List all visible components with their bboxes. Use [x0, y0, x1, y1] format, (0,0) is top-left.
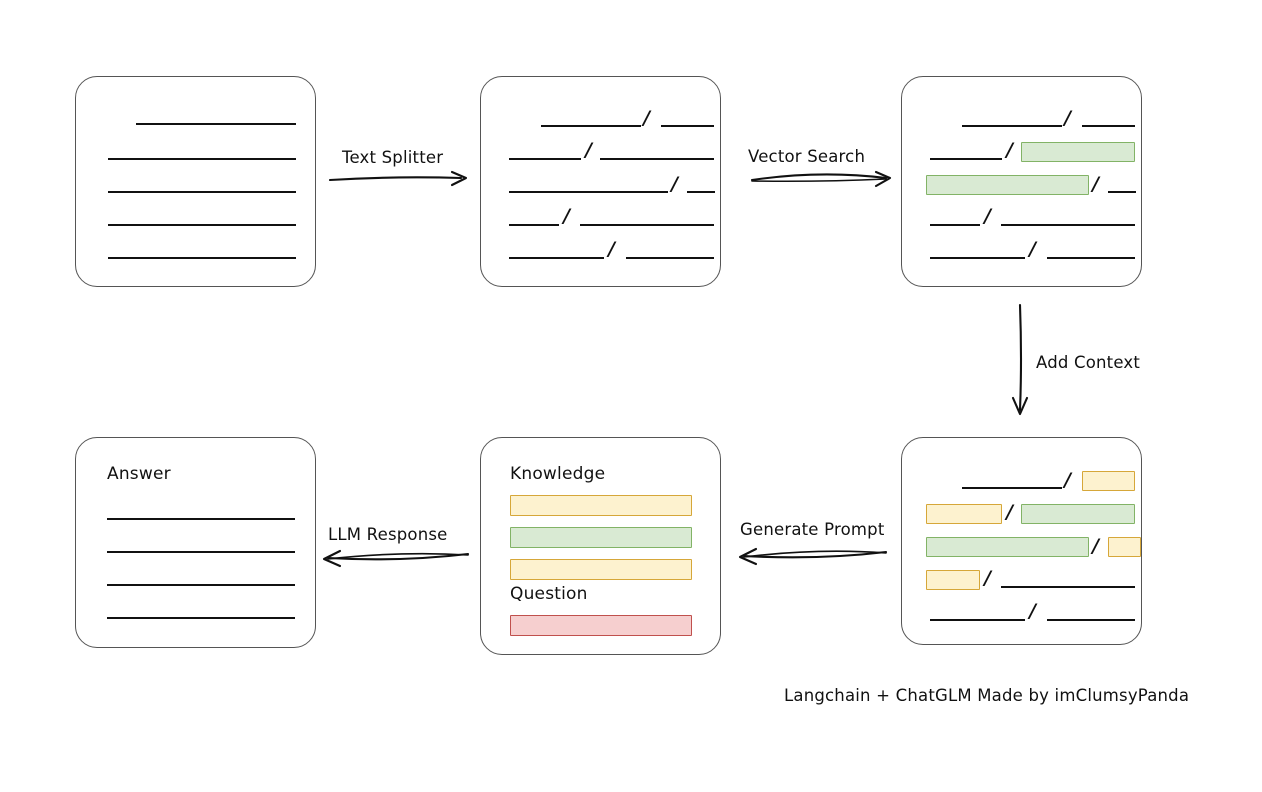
chunk-segment	[930, 619, 1025, 621]
chunk-segment	[687, 191, 715, 193]
context-chunk-yellow	[926, 570, 980, 590]
chunk-segment	[930, 224, 980, 226]
chunk-segment	[600, 158, 714, 160]
matched-chunk-green	[1021, 142, 1135, 162]
chunk-segment	[1047, 257, 1135, 259]
matched-chunk-green	[1021, 504, 1135, 524]
text-line	[108, 257, 296, 259]
chunk-segment	[1001, 586, 1135, 588]
chunk-segment	[1082, 125, 1135, 127]
arrow-llm-response	[322, 549, 470, 568]
chunk-separator: /	[1064, 107, 1071, 129]
chunk-separator: /	[1092, 173, 1099, 195]
context-chunk-yellow	[926, 504, 1002, 524]
question-bar-red	[510, 615, 692, 636]
edge-label-vector-search: Vector Search	[748, 147, 866, 166]
chunk-separator: /	[643, 107, 650, 129]
matched-chunk-green	[926, 537, 1089, 557]
chunk-separator: /	[1006, 139, 1013, 161]
chunk-segment	[1001, 224, 1135, 226]
answer-box[interactable]: Answer	[75, 437, 316, 648]
arrow-add-context	[1011, 303, 1029, 416]
text-line	[136, 123, 296, 125]
attribution-note: Langchain + ChatGLM Made by imClumsyPand…	[784, 686, 1190, 705]
text-line	[107, 551, 295, 553]
context-chunk-yellow	[1082, 471, 1135, 491]
chunk-segment	[930, 158, 1002, 160]
prompt-box[interactable]: Knowledge Question	[480, 437, 721, 655]
chunk-segment	[962, 487, 1062, 489]
knowledge-label: Knowledge	[510, 464, 606, 484]
chunk-segment	[509, 224, 559, 226]
context-chunk-yellow	[1108, 537, 1141, 557]
question-label: Question	[510, 584, 588, 604]
chunk-segment	[626, 257, 714, 259]
answer-label: Answer	[107, 464, 171, 484]
edge-label-text-splitter: Text Splitter	[342, 148, 444, 167]
chunk-segment	[1047, 619, 1135, 621]
edge-label-llm-response: LLM Response	[328, 525, 448, 544]
source-document-box[interactable]	[75, 76, 316, 287]
chunk-segment	[509, 158, 581, 160]
arrow-text-splitter	[328, 170, 468, 187]
chunk-separator: /	[1006, 501, 1013, 523]
arrow-vector-search	[750, 170, 892, 188]
split-chunks-box[interactable]: / / / / /	[480, 76, 721, 287]
vector-matched-box[interactable]: / / / / /	[901, 76, 1142, 287]
context-added-box[interactable]: / / / / /	[901, 437, 1142, 645]
text-line	[108, 224, 296, 226]
chunk-segment	[1108, 191, 1136, 193]
chunk-separator: /	[1029, 600, 1036, 622]
text-line	[108, 158, 296, 160]
edge-label-add-context: Add Context	[1036, 353, 1141, 372]
text-line	[107, 518, 295, 520]
edge-label-generate-prompt: Generate Prompt	[740, 520, 885, 539]
chunk-separator: /	[984, 567, 991, 589]
text-line	[107, 584, 295, 586]
chunk-segment	[509, 191, 668, 193]
chunk-separator: /	[984, 205, 991, 227]
chunk-separator: /	[671, 173, 678, 195]
knowledge-bar-green	[510, 527, 692, 548]
knowledge-bar-yellow	[510, 559, 692, 580]
text-line	[108, 191, 296, 193]
chunk-segment	[930, 257, 1025, 259]
chunk-separator: /	[1064, 469, 1071, 491]
chunk-separator: /	[1092, 535, 1099, 557]
matched-chunk-green	[926, 175, 1089, 195]
text-line	[107, 617, 295, 619]
chunk-segment	[509, 257, 604, 259]
chunk-separator: /	[563, 205, 570, 227]
chunk-separator: /	[608, 238, 615, 260]
chunk-separator: /	[585, 139, 592, 161]
chunk-segment	[962, 125, 1062, 127]
chunk-segment	[661, 125, 714, 127]
arrow-generate-prompt	[738, 547, 888, 566]
chunk-separator: /	[1029, 238, 1036, 260]
chunk-segment	[541, 125, 641, 127]
knowledge-bar-yellow	[510, 495, 692, 516]
chunk-segment	[580, 224, 714, 226]
